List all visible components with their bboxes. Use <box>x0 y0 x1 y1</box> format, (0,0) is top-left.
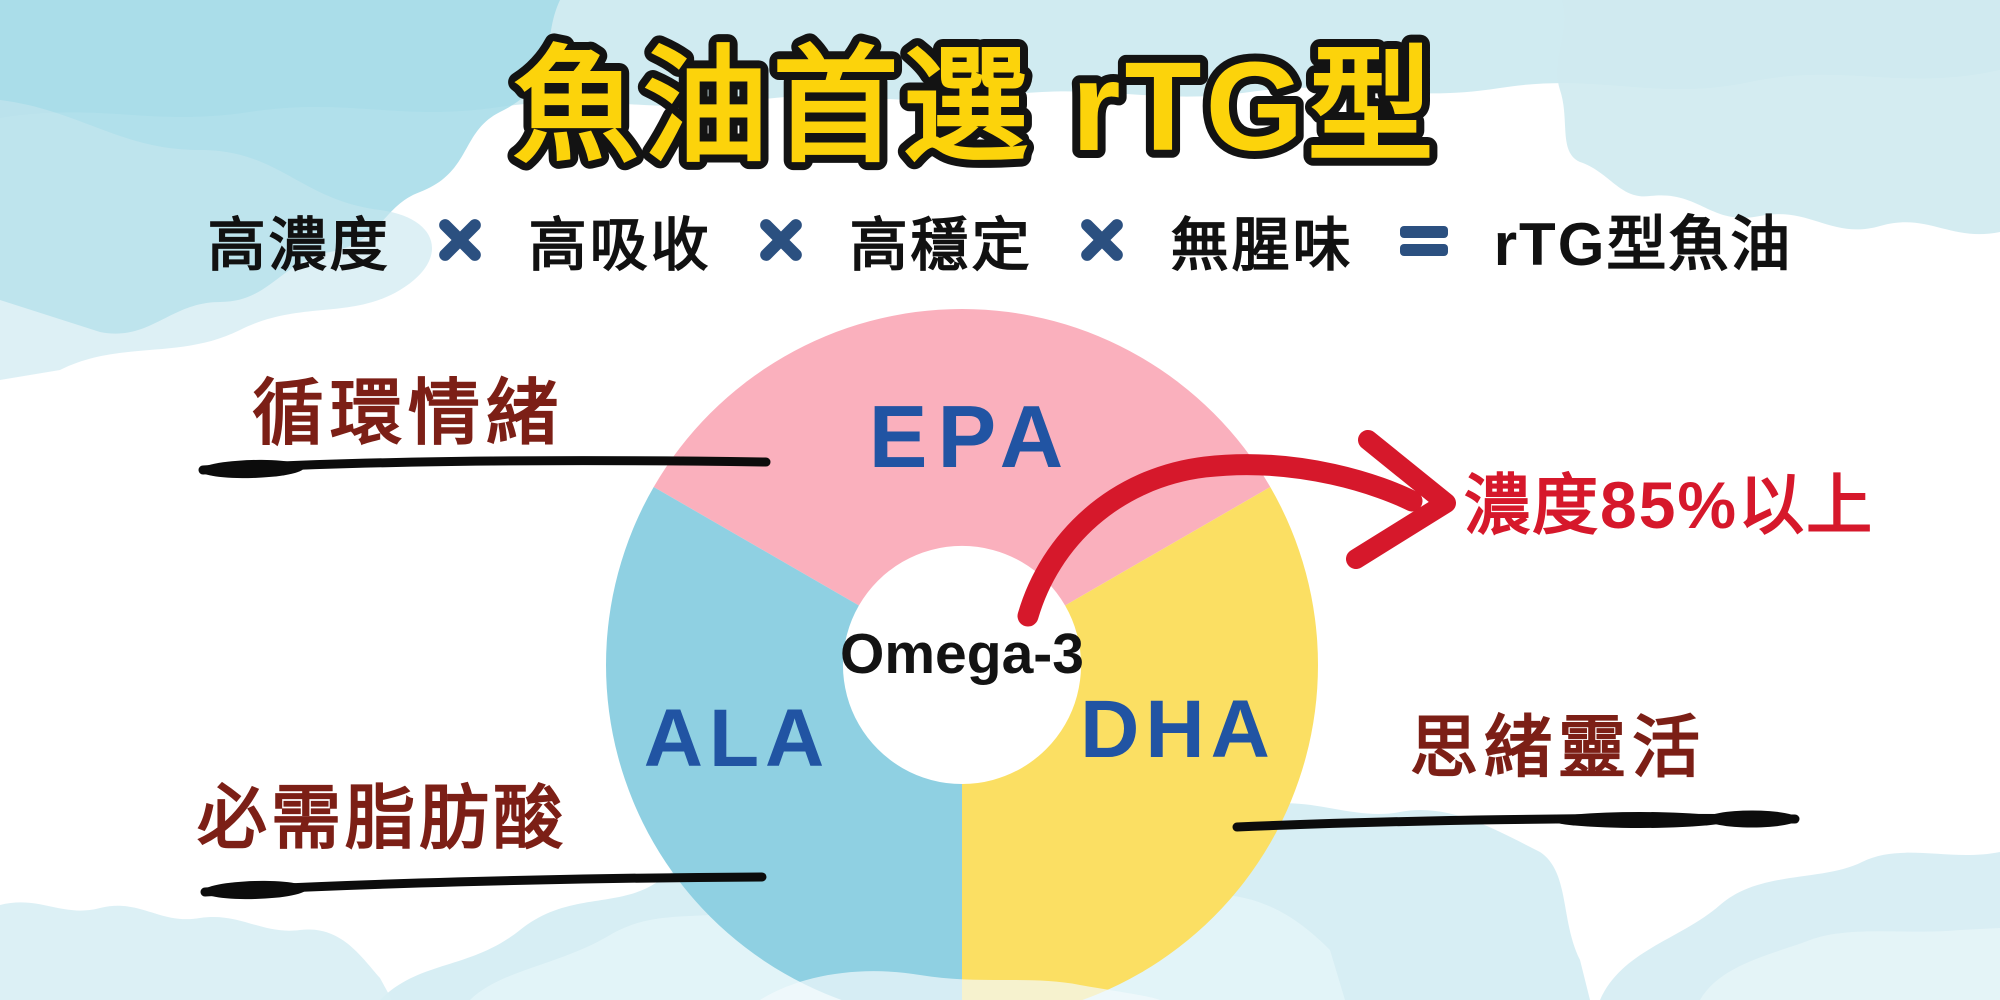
note-essential-fatty-acid: 必需脂肪酸 <box>197 779 567 857</box>
watercolor-top-right-wash <box>1557 0 2000 235</box>
underline-ala-note <box>200 872 767 900</box>
underline-epa-note <box>198 456 771 479</box>
formula-term-no-fishy-smell: 無腥味 <box>1170 212 1354 278</box>
donut-segment-ala <box>606 487 962 1000</box>
times-icon <box>436 216 483 263</box>
formula-term-absorption: 高吸收 <box>528 212 712 278</box>
formula-result: rTG型魚油 <box>1493 211 1793 278</box>
curved-right-arrow-icon <box>1017 430 1456 627</box>
donut-segment-epa <box>653 309 1271 606</box>
equals-icon <box>1399 218 1448 262</box>
watercolor-foreground-wisp <box>760 971 1160 1000</box>
donut-center-label: Omega-3 <box>840 622 1084 686</box>
formula-row: 高濃度 高吸收 高穩定 無腥味 rTG型魚油 <box>0 196 2000 283</box>
formula-term-concentration: 高濃度 <box>207 212 391 278</box>
concentration-callout: 濃度85%以上 <box>1464 468 1875 542</box>
segment-label-ala: ALA <box>643 693 831 784</box>
watercolor-top-left-light <box>0 100 433 380</box>
donut-segment-dha <box>962 487 1318 1000</box>
watercolor-bottom-right-light <box>1700 928 2000 1000</box>
page-title: 魚油首選 rTG型 <box>512 36 1437 177</box>
underline-dha-note <box>1232 810 1800 832</box>
note-circulation-mood: 循環情緒 <box>252 374 565 454</box>
segment-label-epa: EPA <box>868 387 1074 486</box>
title-banner: 魚油首選 rTG型 <box>504 28 1441 185</box>
times-icon <box>1078 216 1126 263</box>
segment-label-dha: DHA <box>1080 684 1276 775</box>
times-icon <box>757 216 804 263</box>
note-mental-agility: 思緒靈活 <box>1410 710 1707 786</box>
formula-term-stability: 高穩定 <box>849 212 1033 278</box>
watercolor-bottom-left-wash <box>0 902 392 1000</box>
